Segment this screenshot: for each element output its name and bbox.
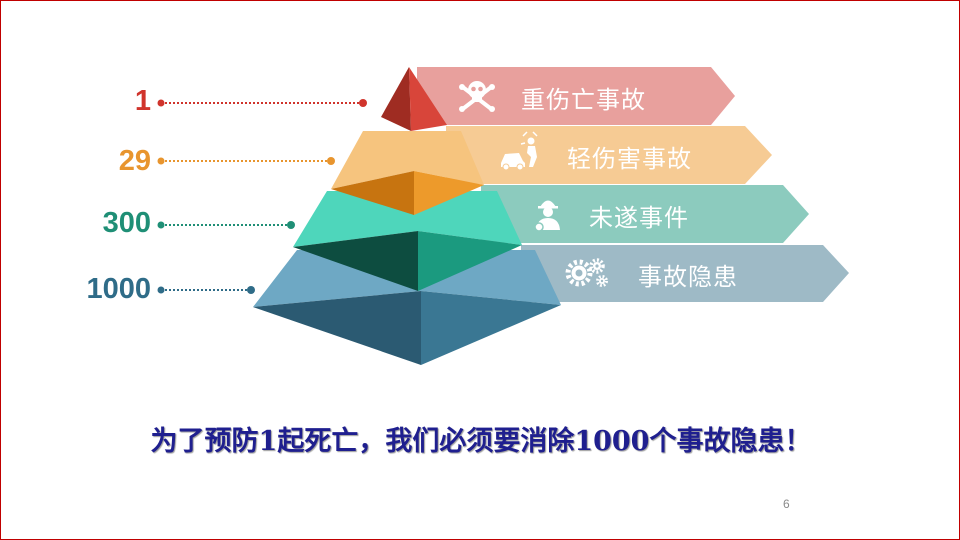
worker-icon [534,200,560,232]
level-label-1: 重伤亡事故 [521,86,646,114]
tagline: 为了预防1起死亡，我们必须要消除1000个事故隐患！ [150,426,812,457]
skull-crossbones-icon [459,81,495,112]
level-label-2: 轻伤害事故 [567,145,692,173]
leader-line-1 [157,99,367,107]
leader-line-2 [157,157,335,165]
pyramid-tier-2 [331,131,484,215]
level-count-4: 1000 [86,273,151,305]
leader-line-4 [157,286,255,294]
pyramid-tier-1 [381,67,447,131]
page-number: 6 [783,497,790,511]
gears-icon [565,258,608,287]
level-label-3: 未遂事件 [589,204,689,232]
level-count-2: 29 [118,145,151,177]
level-label-4: 事故隐患 [638,263,738,291]
car-crash-icon [501,131,538,171]
banner-level-3 [481,185,809,243]
level-count-3: 300 [102,207,151,239]
level-count-1: 1 [134,85,151,117]
leader-line-3 [157,221,295,229]
banner-level-4 [521,245,849,302]
banner-level-2 [446,126,772,184]
banner-level-1 [417,67,735,125]
pyramid-tier-3 [293,191,522,291]
